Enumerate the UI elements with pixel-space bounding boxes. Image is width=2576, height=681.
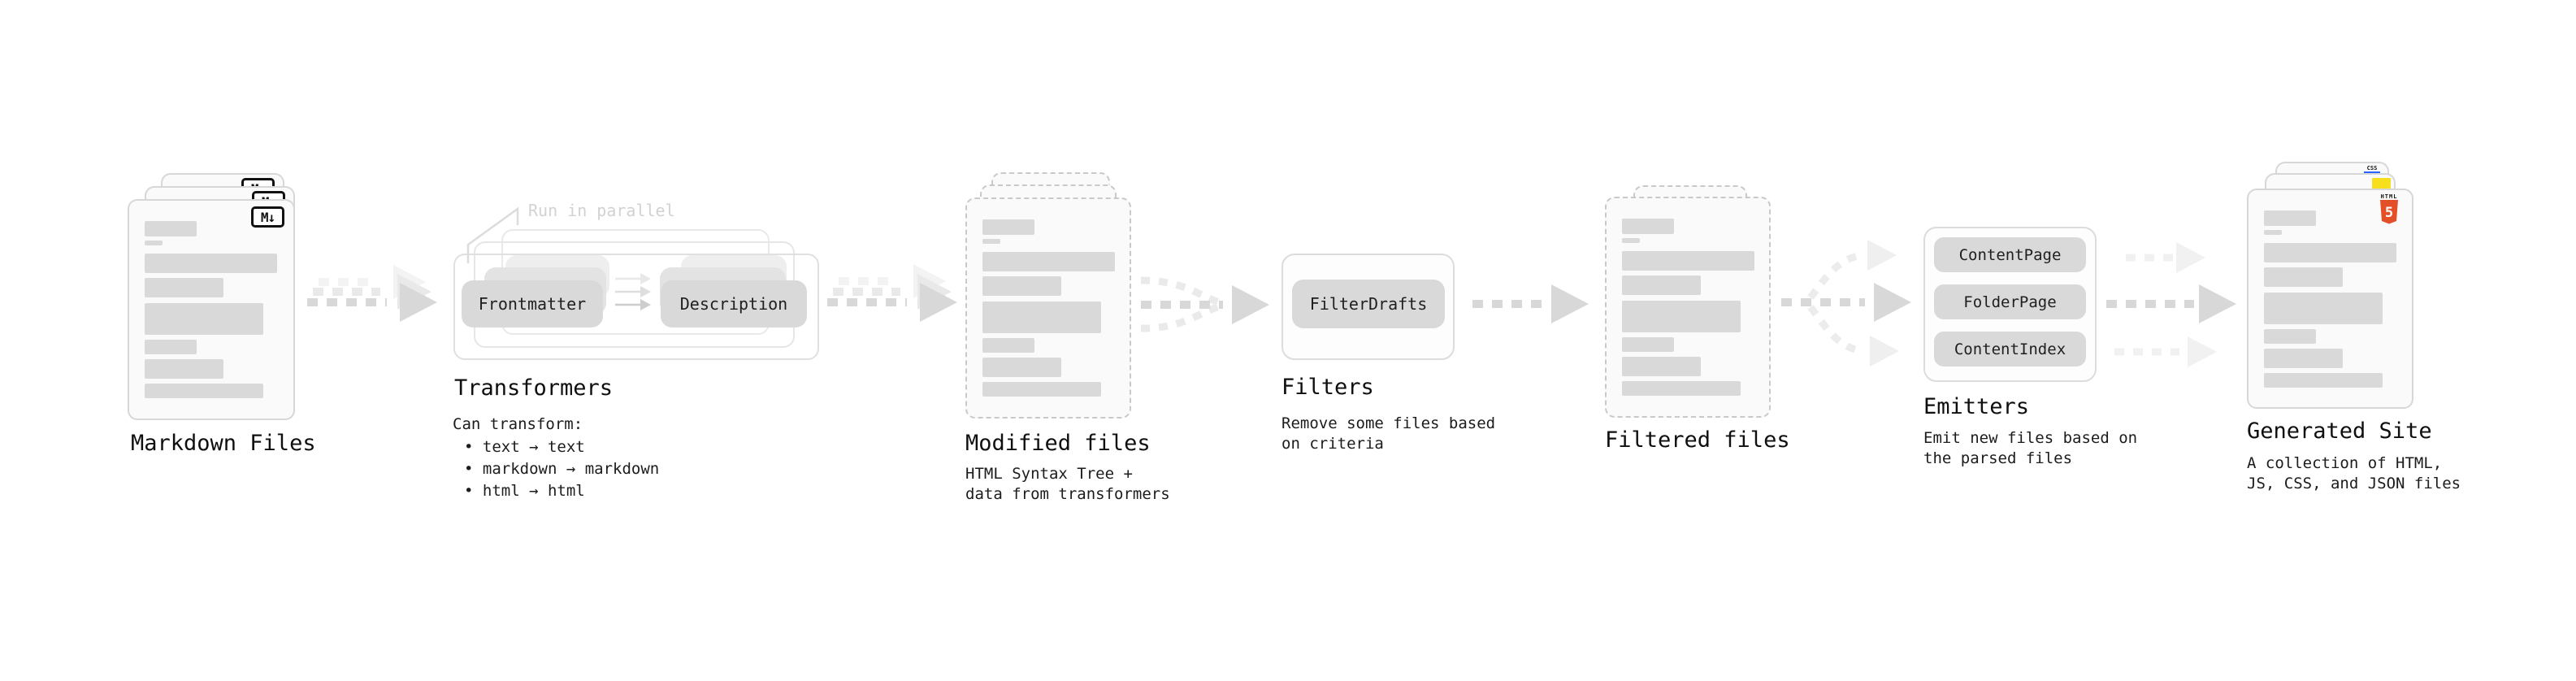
transform-bullet-html: • html → html (464, 482, 585, 500)
modified-files-description: HTML Syntax Tree + data from transformer… (965, 465, 1170, 503)
skeleton-bar (2264, 329, 2316, 344)
skeleton-bar (982, 301, 1101, 333)
skeleton-bar (145, 221, 197, 236)
markdown-file-card: M↓ (128, 199, 295, 420)
skeleton-bar (1622, 301, 1741, 332)
skeleton-bar (1622, 238, 1640, 243)
arrow-emitters-to-generated (2106, 242, 2236, 367)
skeleton-bar (1622, 219, 1674, 234)
emitters-title: Emitters (1923, 394, 2030, 419)
skeleton-bar (145, 359, 223, 379)
transformers-title: Transformers (454, 375, 614, 401)
skeleton-bar (2264, 267, 2343, 287)
skeleton-bar (2264, 243, 2396, 262)
generated-site-description: A collection of HTML, JS, CSS, and JSON … (2247, 454, 2461, 492)
skeleton-bar (145, 241, 163, 245)
skeleton-bar (982, 338, 1034, 353)
contentpage-pill: ContentPage (1934, 237, 2086, 272)
skeleton-bar (1622, 357, 1701, 376)
skeleton-bar (1622, 251, 1754, 271)
svg-text:5: 5 (2385, 205, 2393, 221)
filters-description: Remove some files based on criteria (1281, 414, 1496, 453)
generated-file-card-html: HTML 5 (2247, 189, 2413, 409)
skeleton-bar (2264, 230, 2282, 235)
skeleton-bar (982, 219, 1034, 235)
arrow-filters-to-filtered (1472, 284, 1589, 323)
html5-shield: 5 (2380, 200, 2398, 224)
skeleton-bar (145, 278, 223, 297)
modified-files-label: Modified files (965, 431, 1151, 456)
contentindex-pill: ContentIndex (1934, 332, 2086, 367)
folderpage-pill: FolderPage (1934, 284, 2086, 319)
skeleton-bar (145, 254, 277, 273)
skeleton-bar (1622, 275, 1701, 295)
skeleton-bar (2264, 210, 2316, 226)
css-icon-bar (2364, 171, 2380, 174)
transform-bullet-markdown: • markdown → markdown (464, 460, 660, 478)
arrow-filtered-to-emitters (1781, 240, 1911, 367)
skeleton-bar (982, 382, 1101, 397)
skeleton-bar (2264, 293, 2383, 324)
skeleton-bar (982, 252, 1115, 271)
emitters-description: Emit new files based on the parsed files (1923, 429, 2138, 467)
html5-icon-label: HTML (2380, 193, 2398, 200)
skeleton-bar (982, 358, 1061, 377)
skeleton-bar (2264, 349, 2343, 368)
transformers-layer-front (453, 254, 819, 360)
frontmatter-pill: Frontmatter (462, 280, 603, 327)
css-icon: CSS (2363, 166, 2381, 174)
arrow-transformers-to-modified (827, 264, 957, 322)
skeleton-bar (145, 384, 263, 398)
markdown-files-label: Markdown Files (131, 431, 316, 456)
transformers-subtitle: Can transform: (453, 415, 583, 433)
skeleton-bar (145, 340, 197, 354)
js-icon (2372, 178, 2391, 189)
filterdrafts-pill: FilterDrafts (1292, 280, 1445, 328)
generated-site-label: Generated Site (2247, 419, 2432, 444)
transform-bullet-text: • text → text (464, 438, 585, 456)
arrow-modified-to-filters (1140, 276, 1269, 332)
run-in-parallel-note: Run in parallel (528, 201, 675, 220)
html5-icon: HTML 5 (2379, 193, 2399, 224)
filtered-file-card (1605, 197, 1771, 418)
modified-file-card (965, 197, 1131, 419)
arrow-markdown-to-transformers (307, 265, 437, 322)
markdown-icon: M↓ (251, 206, 284, 228)
skeleton-bar (2264, 373, 2383, 388)
skeleton-bar (1622, 337, 1674, 352)
filters-title: Filters (1281, 375, 1374, 400)
filtered-files-label: Filtered files (1605, 427, 1790, 453)
skeleton-bar (145, 303, 263, 335)
skeleton-bar (1622, 381, 1741, 396)
skeleton-bar (982, 239, 1000, 244)
skeleton-bar (982, 276, 1061, 296)
css-icon-label: CSS (2366, 165, 2378, 171)
description-pill: Description (661, 280, 807, 327)
